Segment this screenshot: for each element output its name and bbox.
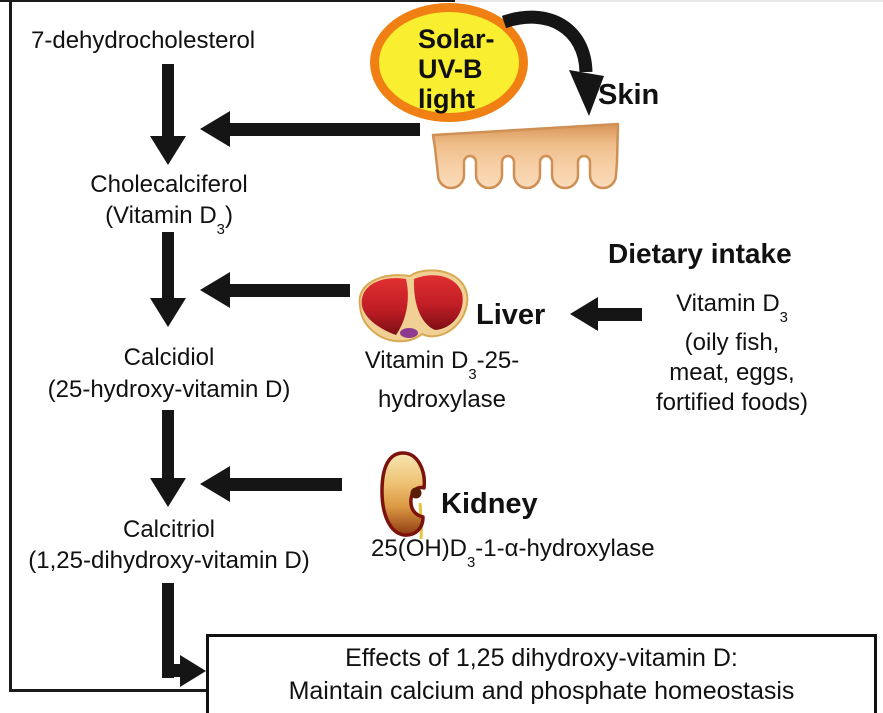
arrow-cholecalciferol-to-calcidiol: [162, 232, 174, 299]
precursor-label: 7-dehydrocholesterol: [31, 27, 256, 54]
arrowhead-right-effects: [180, 655, 206, 687]
cholecalciferol-label: Cholecalciferol (Vitamin D3): [90, 171, 248, 238]
kidney-illustration: [380, 451, 427, 540]
effects-line2: Maintain calcium and phosphate homeostas…: [288, 677, 795, 705]
frame-top-border: [0, 0, 455, 2]
skin-illustration: [431, 122, 620, 190]
calcidiol-label: Calcidiol (25-hydroxy-vitamin D): [47, 344, 291, 403]
solar-uvb-badge: Solar- UV-B light: [370, 3, 528, 122]
arrow-dietary-to-liver: [596, 308, 642, 321]
dietary-intake-title: Dietary intake: [608, 238, 792, 269]
subscript-3: 3: [779, 309, 788, 326]
arrow-kidney-to-pathway: [228, 478, 342, 491]
arrow-liver-to-pathway: [228, 284, 350, 297]
arrow-calcitriol-to-effects-vertical: [162, 583, 174, 678]
subscript-3: 3: [216, 221, 225, 238]
arrow-skin-to-pathway: [228, 123, 420, 136]
arrowhead-down-1: [150, 136, 186, 165]
arrow-calcidiol-to-calcitriol: [162, 410, 174, 479]
frame-bottom-border: [9, 689, 207, 692]
arrowhead-down-2: [150, 298, 186, 327]
skin-label: Skin: [598, 79, 660, 111]
effects-line1: Effects of 1,25 dihydroxy-vitamin D:: [345, 644, 738, 672]
solar-uvb-label: Solar- UV-B light: [418, 24, 495, 114]
arrow-precursor-to-cholecalciferol: [162, 64, 174, 137]
arrowhead-left-skin: [200, 111, 230, 147]
frame-top-border-faint: [455, 0, 883, 2]
curved-arrow-uv-to-skin: [501, 10, 604, 116]
effects-box: Effects of 1,25 dihydroxy-vitamin D: Mai…: [206, 634, 877, 713]
kidney-enzyme-label: 25(OH)D3-1-α-hydroxylase: [371, 535, 655, 571]
arrowhead-down-3: [150, 478, 186, 507]
arrowhead-left-kidney: [200, 466, 230, 502]
arrowhead-left-dietary: [570, 297, 598, 331]
liver-enzyme-label: Vitamin D3-25- hydroxylase: [364, 347, 520, 413]
kidney-label: Kidney: [441, 488, 538, 520]
dietary-items-label: Vitamin D3 (oily fish, meat, eggs, forti…: [655, 290, 809, 416]
arrowhead-left-liver: [200, 272, 230, 308]
subscript-3: 3: [468, 366, 477, 383]
subscript-3: 3: [467, 554, 476, 571]
frame-left-border: [9, 0, 12, 691]
liver-illustration: [358, 269, 469, 343]
arrow-calcitriol-to-effects-horizontal: [162, 664, 182, 677]
liver-label: Liver: [476, 299, 546, 331]
calcitriol-label: Calcitriol (1,25-dihydroxy-vitamin D): [28, 516, 310, 574]
